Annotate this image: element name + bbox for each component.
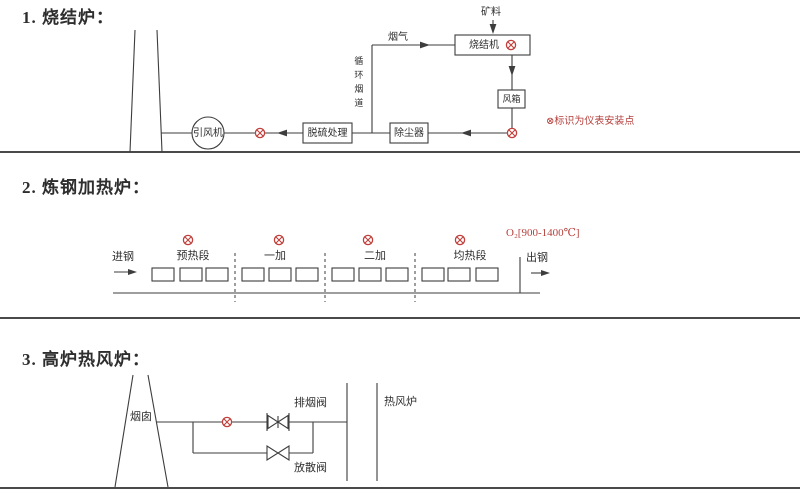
wind-box-box [497,89,526,109]
o2-temperature-note: O₂[900-1400℃] [506,227,580,239]
steel-in-label: 进钢 [112,251,134,263]
ore-feed-arrow-icon [489,24,497,34]
wind-box-label: 风箱 [502,94,521,104]
instrument-point-icon [506,127,518,139]
instrument-point-icon [273,234,285,246]
instrument-point-icon [254,127,266,139]
instrument-point-icon [362,234,374,246]
section3-piping [114,374,378,488]
dust-collector-label: 除尘器 [394,128,424,139]
steel-out-arrow-icon [541,270,550,276]
burner-blocks [151,267,499,282]
release-valve-icon [266,444,290,462]
sintering-machine-label: 烧结机 [469,40,499,51]
flue-gas-arrow-icon [420,41,430,49]
chimney-label: 烟囱 [129,411,153,424]
section3-title: 3. 高炉热风炉： [22,350,150,369]
zone-label-second-heating: 二加 [364,250,386,262]
fan-circle [191,116,225,150]
desulfurization-label: 脱硫处理 [307,128,348,139]
steel-out-label: 出钢 [526,252,548,264]
zone-label-soaking: 均热段 [453,250,487,262]
down-arrow-icon [508,66,516,76]
instrument-note: ⊗标识为仪表安装点 [546,116,635,127]
dust-collector-box [389,122,429,144]
flow-arrow-left-icon [277,129,287,137]
section2-furnace [113,234,550,302]
chimney-shape [129,29,163,153]
desulfurization-box [302,122,353,144]
hot-blast-stove-label: 热风炉 [384,396,417,408]
section2-title: 2. 炼钢加热炉： [22,178,150,197]
flow-arrow-left-icon [461,129,471,137]
section1-title: 1. 烧结炉： [22,8,114,27]
smoke-exhaust-valve-label: 排烟阀 [294,397,327,409]
fan-label: 引风机 [193,128,223,139]
zone-label-first-heating: 一加 [264,250,286,262]
instrument-point-icon [505,39,517,51]
smoke-exhaust-valve-icon [266,413,290,431]
ore-feed-label: 矿料 [481,7,501,18]
chimney-shape [114,374,169,488]
section1-piping [129,20,531,153]
instrument-point-icon [182,234,194,246]
instrument-point-icon [454,234,466,246]
circulating-flue-label: 循环烟道 [353,56,364,112]
release-valve-label: 放散阀 [294,462,327,474]
flue-gas-label: 烟气 [388,32,408,43]
zone-label-preheat: 预热段 [176,250,210,262]
steel-in-arrow-icon [128,269,137,275]
instrument-point-icon [221,416,233,428]
